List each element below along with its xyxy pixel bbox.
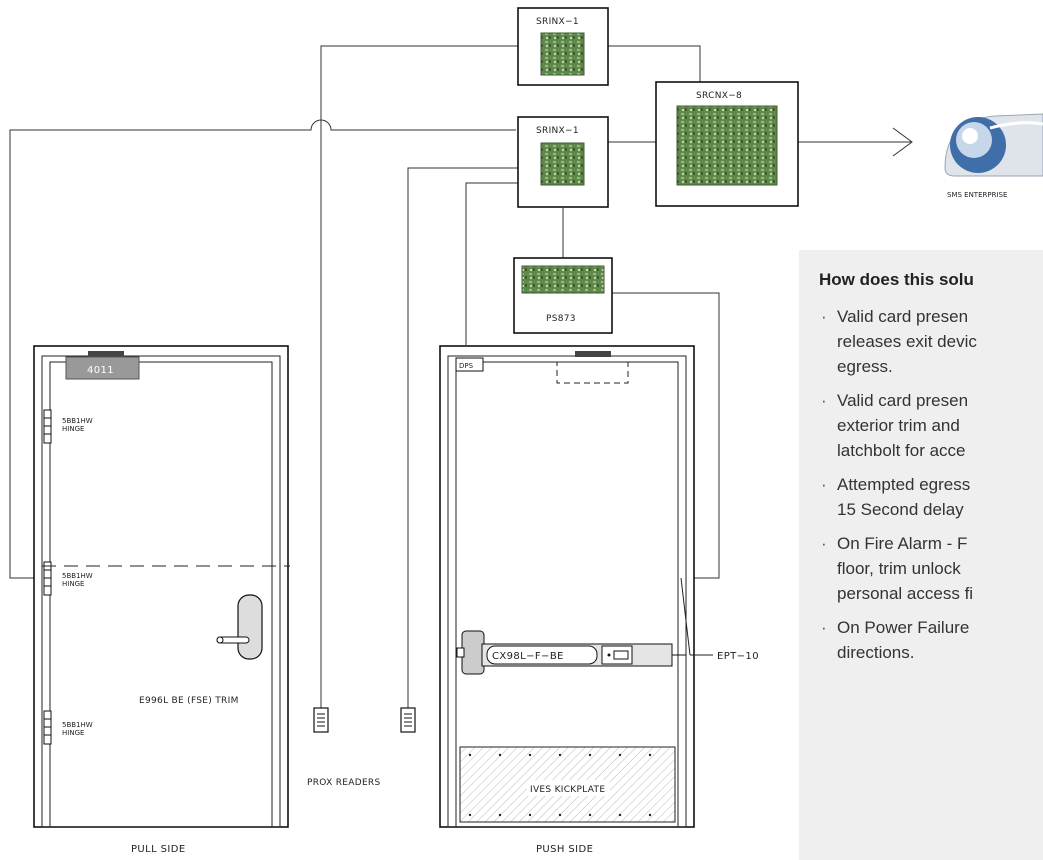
wiring: [9, 45, 913, 708]
list-item: On Power Failure directions.: [819, 615, 1043, 665]
prox-readers-label: PROX READERS: [307, 778, 381, 788]
ept-label: EPT−10: [717, 651, 759, 662]
hinge-top-model: 5BB1HW: [62, 417, 93, 425]
push-side-label: PUSH SIDE: [536, 844, 593, 855]
srcnx-label: SRCNX−8: [696, 91, 742, 101]
trim-label: E996L BE (FSE) TRIM: [139, 696, 239, 706]
list-item: Attempted egress 15 Second delay: [819, 472, 1043, 522]
srinx-top-module: SRINX−1: [517, 7, 609, 86]
info-panel-title: How does this solu: [819, 270, 974, 289]
pull-side-label: PULL SIDE: [131, 844, 186, 855]
ps873-label: PS873: [546, 314, 576, 324]
list-item: On Fire Alarm - F floor, trim unlock per…: [819, 531, 1043, 606]
list-item: Valid card presen exterior trim and latc…: [819, 388, 1043, 463]
sms-enterprise-label: SMS ENTERPRISE: [947, 191, 1007, 199]
push-side-door: DPS CX98L−F−BE IVE: [439, 345, 713, 828]
kickplate-label: IVES KICKPLATE: [530, 785, 605, 795]
srinx-mid-module: SRINX−1: [517, 116, 609, 208]
srcnx-module: SRCNX−8: [655, 81, 799, 207]
info-bullet-list: Valid card presen releases exit devic eg…: [819, 304, 1043, 665]
hinge-mid-label: HINGE: [62, 580, 84, 588]
dps-label: DPS: [459, 362, 474, 370]
hinge-bottom-model: 5BB1HW: [62, 721, 93, 729]
kickplate: [459, 746, 676, 823]
prox-reader-left: [313, 707, 329, 733]
srinx-top-label: SRINX−1: [536, 17, 579, 27]
hinge-top: [43, 409, 52, 444]
solution-info-panel: How does this solu Valid card presen rel…: [799, 250, 1043, 860]
sms-enterprise-icon: SMS ENTERPRISE: [944, 113, 1043, 199]
list-item: Valid card presen releases exit devic eg…: [819, 304, 1043, 379]
srinx-mid-label: SRINX−1: [536, 126, 579, 136]
lever-trim: [216, 594, 263, 660]
room-number-sign: 4011: [87, 365, 114, 376]
hinge-top-label: HINGE: [62, 425, 84, 433]
hinge-bottom-label: HINGE: [62, 729, 84, 737]
prox-reader-right: [400, 707, 416, 733]
exit-device-label: CX98L−F−BE: [492, 651, 564, 662]
hinge-mid: [43, 561, 52, 596]
hinge-mid-model: 5BB1HW: [62, 572, 93, 580]
hinge-bottom: [43, 710, 52, 745]
pull-side-door: 4011 5BB1HW HINGE 5BB1HW HINGE 5BB1HW HI…: [33, 345, 290, 828]
exit-device: [456, 630, 686, 675]
ps873-module: PS873: [513, 257, 613, 334]
